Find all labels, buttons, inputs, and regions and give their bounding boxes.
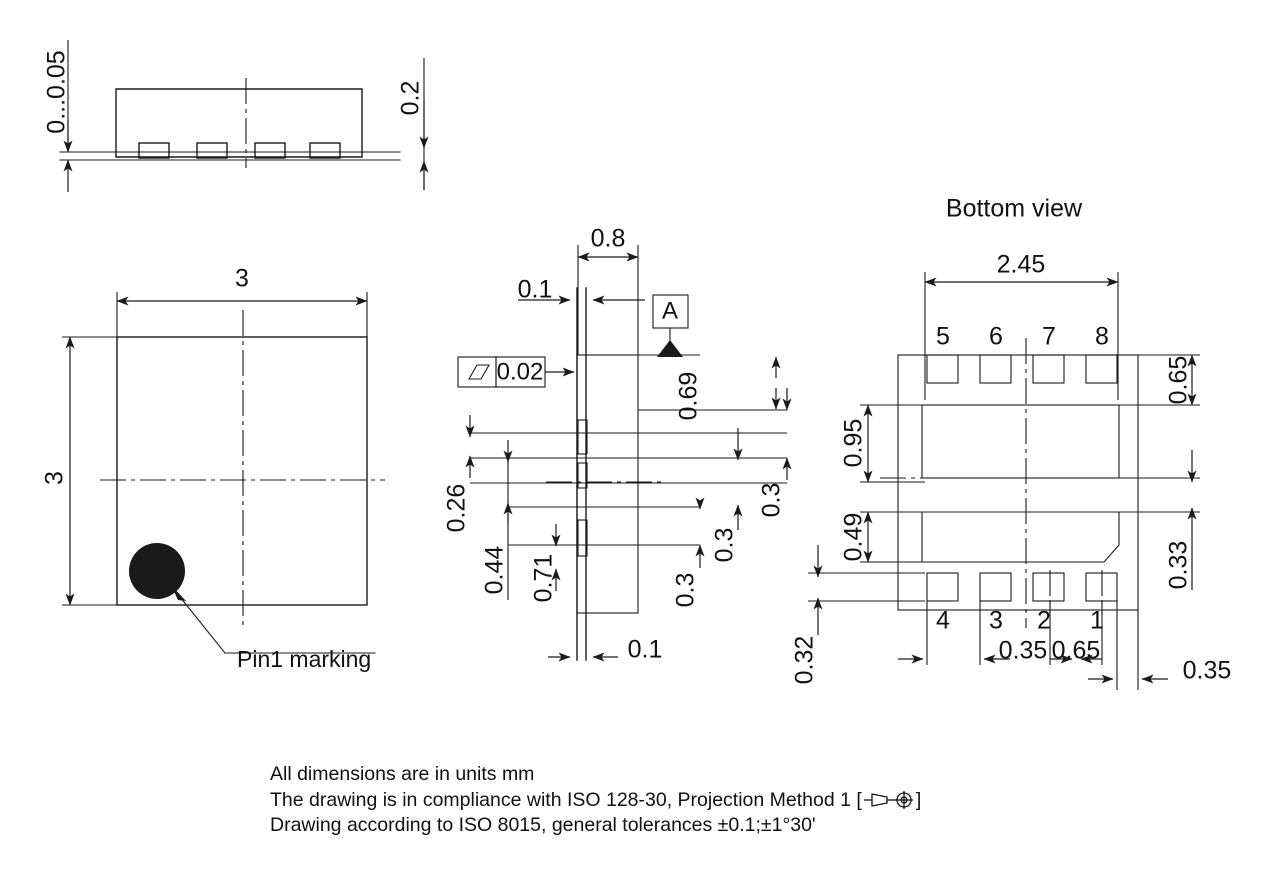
pin1-leader-arrowhead	[171, 585, 186, 601]
pin-label-2: 2	[1037, 607, 1051, 635]
note-line-2-text: The drawing is in compliance with ISO 12…	[270, 788, 862, 811]
parallelism-icon	[468, 364, 490, 380]
pin1-leader-line	[175, 591, 226, 654]
bottom-view-pad-2	[1032, 572, 1065, 602]
dim-035e-label: 0.35	[1183, 657, 1232, 685]
bottom-view-center-pad-lower	[921, 511, 1120, 563]
dim-033-label: 0.33	[1165, 541, 1193, 590]
pin1-marking-label: Pin1 marking	[237, 646, 371, 672]
gdt-symbol-box	[457, 356, 497, 388]
dim-049-label: 0.49	[840, 513, 868, 562]
dim-03b-label: 0.3	[711, 528, 739, 563]
dim-height-label: 0.2	[397, 81, 425, 116]
bottom-view-title: Bottom view	[946, 195, 1083, 223]
dim-026-label: 0.26	[443, 484, 471, 533]
datum-a-triangle	[657, 340, 683, 357]
note-line-1: All dimensions are in units mm	[270, 763, 535, 785]
dim-035p-label: 0.35	[999, 637, 1048, 665]
pin-label-8: 8	[1095, 323, 1109, 351]
dim-044-label: 0.44	[481, 546, 509, 595]
dim-width-label: 3	[235, 265, 249, 293]
pin1-marking-dot	[129, 543, 185, 599]
side-view-group: 0...0.05 0.2	[43, 40, 429, 192]
bottom-view-group: Bottom view 5 6 7 8 4 3 2 1	[791, 195, 1232, 690]
pin-label-4: 4	[936, 607, 950, 635]
drawing-notes: All dimensions are in units mm The drawi…	[270, 762, 921, 839]
dim-032-label: 0.32	[791, 636, 819, 685]
dim-01-upper-label: 0.1	[518, 276, 553, 304]
bottom-view-pad-8	[1085, 354, 1118, 384]
dim-071-label: 0.71	[530, 554, 558, 603]
top-view-body-outline	[116, 336, 368, 606]
dim-08-label: 0.8	[591, 225, 626, 253]
bottom-view-pad-7	[1032, 354, 1065, 384]
note-line-3: Drawing according to ISO 8015, general t…	[270, 814, 816, 836]
side-view-body-outline	[115, 88, 363, 158]
pin-label-1: 1	[1090, 607, 1104, 635]
landpattern-pad-a	[577, 419, 588, 455]
datum-a-label: A	[662, 297, 678, 324]
pin-label-7: 7	[1042, 323, 1056, 351]
side-view-lead-3	[254, 142, 286, 159]
bottom-view-center-pad-upper	[921, 404, 1120, 479]
pin-label-3: 3	[989, 607, 1003, 635]
dim-069-label: 0.69	[675, 372, 703, 421]
note-line-2: The drawing is in compliance with ISO 12…	[270, 788, 921, 814]
land-pattern-view-group: 0.8 0.1 0.1 0.02 A 0.69 0.26 0.44	[443, 225, 792, 664]
landpattern-pad-c	[577, 519, 588, 557]
dim-depth-label: 3	[41, 471, 69, 485]
bottom-view-pad-6	[979, 354, 1012, 384]
side-view-lead-4	[309, 142, 341, 159]
dim-245-label: 2.45	[997, 251, 1046, 279]
side-view-lead-2	[196, 142, 228, 159]
side-view-lead-1	[138, 142, 170, 159]
top-view-group: Pin1 marking 3 3	[41, 265, 385, 672]
bottom-view-pad-3	[979, 572, 1012, 602]
dim-065p-label: 0.65	[1052, 637, 1101, 665]
dim-01-lower-label: 0.1	[628, 636, 663, 664]
bottom-view-pad-4	[926, 572, 959, 602]
note-line-2-close: ]	[915, 788, 922, 811]
projection-method-1-icon	[862, 790, 916, 818]
dim-03a-label: 0.3	[758, 483, 786, 518]
pin-label-6: 6	[989, 323, 1003, 351]
dim-065r-label: 0.65	[1165, 356, 1193, 405]
landpattern-pad-b	[577, 462, 588, 489]
dim-standoff-label: 0...0.05	[43, 50, 71, 133]
dim-095-label: 0.95	[840, 419, 868, 468]
gdt-tolerance-label: 0.02	[497, 358, 544, 385]
pin-label-5: 5	[936, 323, 950, 351]
bottom-view-pad-5	[926, 354, 959, 384]
dim-03c-label: 0.3	[672, 573, 700, 608]
